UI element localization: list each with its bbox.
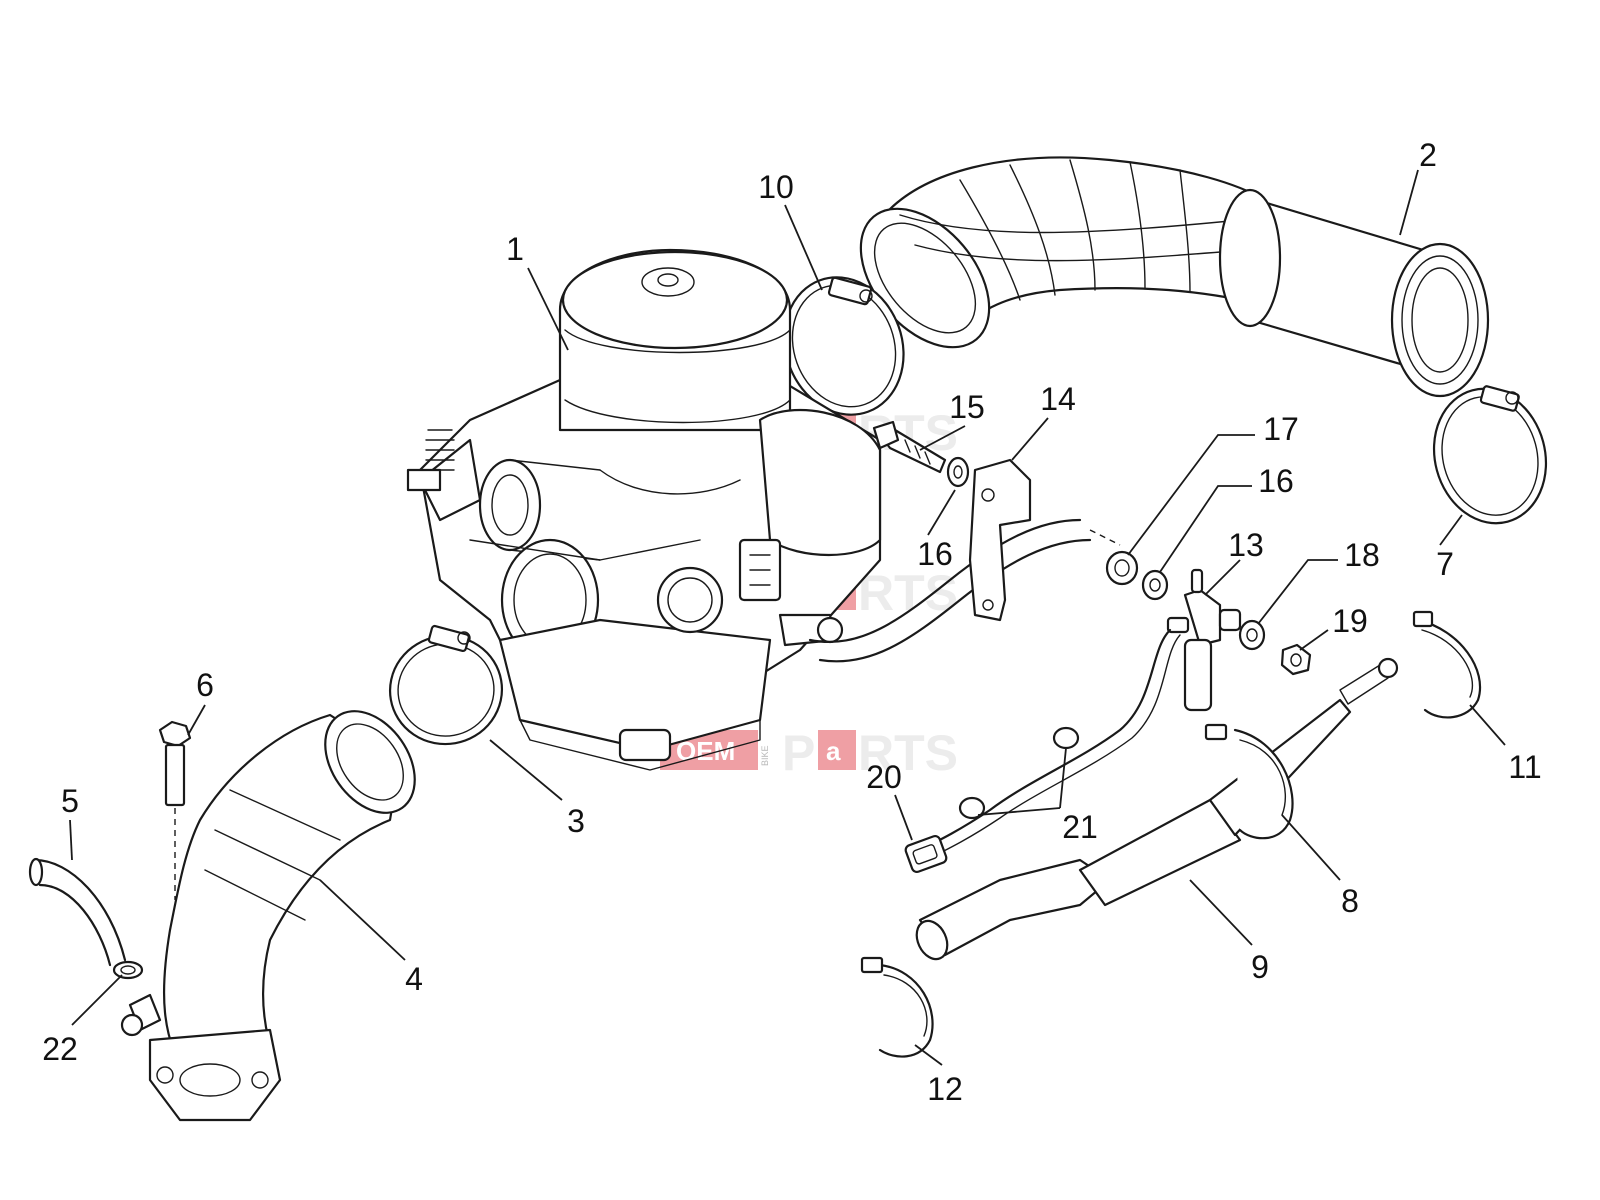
part-14-bracket: [968, 458, 1032, 622]
leader-1: [527, 267, 569, 351]
leader-14: [1011, 417, 1049, 461]
part-17-grommet: [1105, 550, 1139, 586]
callout-20: 20: [866, 759, 902, 795]
leader-18: [1257, 559, 1338, 625]
part-2-intake-duct: [859, 156, 1490, 398]
watermark-parts-a: a: [826, 736, 841, 766]
part-16-washer-upper: [946, 456, 970, 488]
watermark-parts-p: P: [782, 725, 815, 781]
leader-17: [1127, 434, 1255, 556]
callout-3: 3: [567, 803, 585, 839]
callout-14: 14: [1040, 381, 1076, 417]
leader-2: [1399, 169, 1419, 236]
leader-11: [1469, 704, 1506, 746]
part-21-wire-clips: [958, 726, 1080, 820]
part-4-intake-manifold: [120, 710, 416, 1122]
leader-21b: [977, 807, 1061, 816]
part-13-fuel-valve: [1166, 568, 1242, 712]
leader-19: [1299, 629, 1329, 651]
leader-lines: [69, 169, 1506, 1066]
part-16-washer-lower: [1141, 569, 1169, 601]
callout-22: 22: [42, 1031, 78, 1067]
leader-16b: [1159, 485, 1252, 573]
callout-8: 8: [1341, 883, 1359, 919]
leader-7: [1439, 514, 1463, 546]
part-6-bolt: [158, 720, 192, 900]
part-5-hose: [28, 857, 127, 967]
leader-3: [489, 739, 563, 801]
callout-15: 15: [949, 389, 985, 425]
part-7-hose-clamp: [1432, 385, 1548, 525]
leader-12: [914, 1044, 943, 1066]
callout-19: 19: [1332, 603, 1368, 639]
leader-4: [319, 879, 406, 961]
callout-12: 12: [927, 1071, 963, 1107]
leader-5: [69, 819, 73, 861]
part-11-clamp: [1412, 610, 1482, 719]
callout-16a: 16: [917, 536, 953, 572]
fuel-hose: [808, 518, 1121, 663]
leader-22: [71, 974, 123, 1026]
part-18-washer: [1238, 619, 1266, 651]
leader-16a: [927, 489, 956, 536]
leader-13: [1204, 559, 1241, 596]
leader-9: [1189, 879, 1253, 946]
leader-15: [919, 425, 966, 451]
leader-10: [784, 204, 823, 291]
part-1-carburetor: [406, 248, 882, 771]
callout-7: 7: [1436, 546, 1454, 582]
callout-13: 13: [1228, 527, 1264, 563]
leader-21a: [1059, 747, 1067, 809]
leader-8: [1281, 814, 1341, 881]
part-19-nut: [1280, 643, 1312, 676]
callout-6: 6: [196, 667, 214, 703]
callout-4: 4: [405, 961, 423, 997]
callout-9: 9: [1251, 949, 1269, 985]
leader-20: [894, 794, 913, 841]
part-3-hose-clamp: [388, 624, 504, 746]
callout-2: 2: [1419, 137, 1437, 173]
part-12-clamp: [860, 956, 934, 1058]
callout-10: 10: [758, 169, 794, 205]
callout-16b: 16: [1258, 463, 1294, 499]
part-22-clip: [112, 960, 144, 980]
watermark-bike-text: BIKE: [760, 745, 770, 766]
watermark-parts-rts: RTS: [858, 725, 958, 781]
callout-18: 18: [1344, 537, 1380, 573]
callout-labels: 1 2 3 4 5 6 7 8 9 10 11 12 13 14 15 16 1…: [42, 137, 1541, 1107]
callout-5: 5: [61, 783, 79, 819]
callout-17: 17: [1263, 411, 1299, 447]
callout-1: 1: [506, 231, 524, 267]
callout-11: 11: [1508, 749, 1541, 785]
part-8-clamp: [1204, 723, 1294, 840]
part-15-bolt: [872, 420, 947, 474]
part-20-wire-connector: [904, 628, 1181, 874]
callout-21: 21: [1062, 809, 1098, 845]
watermark-3: OEM BIKE P a RTS: [660, 725, 958, 781]
leader-6: [187, 704, 206, 736]
